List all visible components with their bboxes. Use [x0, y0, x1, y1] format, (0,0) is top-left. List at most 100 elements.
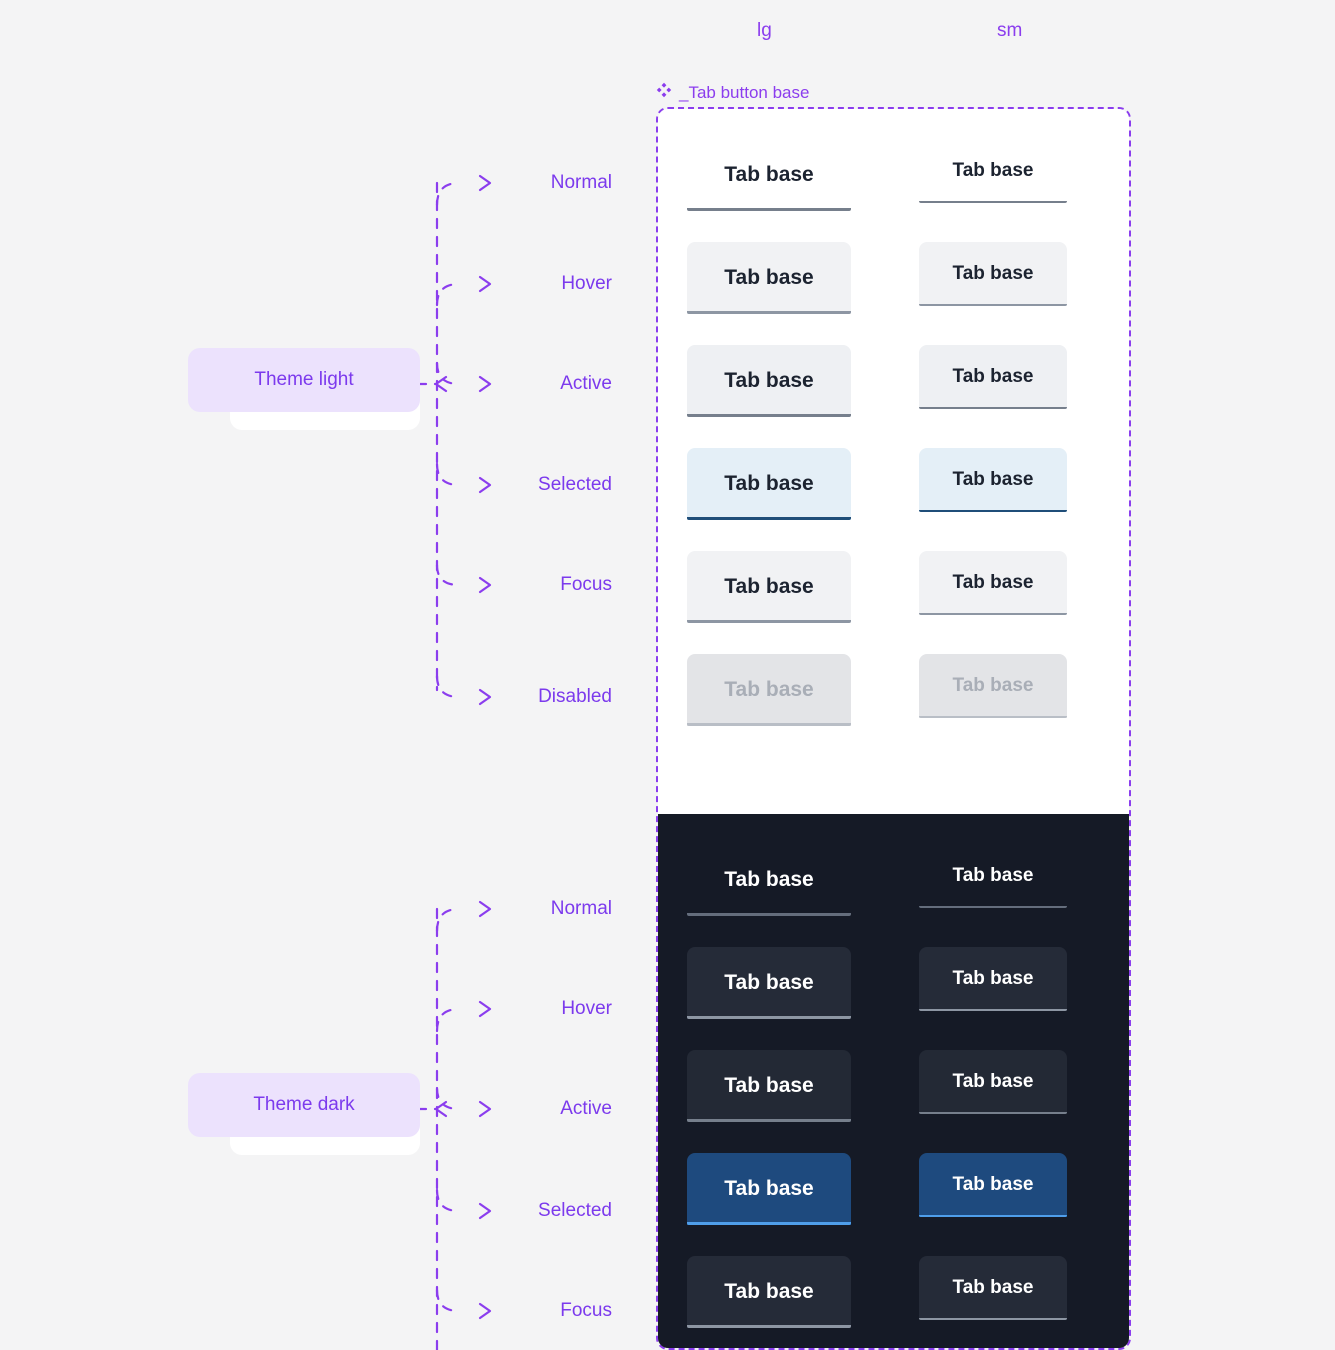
- tab-button-dark-selected-lg[interactable]: Tab base: [687, 1153, 851, 1225]
- tab-cell-light-hover-sm: Tab base: [919, 242, 1067, 306]
- theme-light-panel: Tab base Tab base Tab base: [658, 109, 1129, 814]
- tab-cell-dark-hover-sm: Tab base: [919, 947, 1067, 1011]
- tab-label: Tab base: [952, 572, 1034, 593]
- tab-button-light-disabled-sm: Tab base: [919, 654, 1067, 718]
- tab-label: Tab base: [724, 1177, 814, 1200]
- tab-cell-dark-active-sm: Tab base: [919, 1050, 1067, 1114]
- state-label-dark-normal: Normal: [550, 898, 612, 919]
- tab-button-light-selected-sm[interactable]: Tab base: [919, 448, 1067, 512]
- state-label-light-normal: Normal: [550, 172, 612, 193]
- tab-label: Tab base: [952, 1071, 1034, 1092]
- size-column-header-lg: lg: [757, 20, 772, 41]
- tab-button-light-focus-lg[interactable]: Tab base: [687, 551, 851, 623]
- tab-row-dark-normal: Tab base Tab base: [658, 844, 1129, 946]
- tab-cell-dark-normal-lg: Tab base: [687, 844, 851, 916]
- tab-cell-light-disabled-lg: Tab base: [687, 654, 851, 726]
- state-label-light-hover: Hover: [561, 273, 612, 294]
- theme-chip-dark-group: Theme dark: [188, 1073, 420, 1155]
- tab-button-dark-hover-lg[interactable]: Tab base: [687, 947, 851, 1019]
- tab-button-light-normal-lg[interactable]: Tab base: [687, 139, 851, 211]
- tab-label: Tab base: [952, 968, 1034, 989]
- tab-cell-light-active-lg: Tab base: [687, 345, 851, 417]
- tab-label: Tab base: [952, 675, 1034, 696]
- tab-label: Tab base: [724, 678, 814, 701]
- tab-cell-dark-normal-sm: Tab base: [919, 844, 1067, 908]
- tab-row-light-selected: Tab base Tab base: [658, 448, 1129, 550]
- component-frame-label[interactable]: _Tab button base: [656, 82, 809, 103]
- tab-button-dark-focus-lg[interactable]: Tab base: [687, 1256, 851, 1328]
- tab-label: Tab base: [952, 263, 1034, 284]
- theme-chip-label: Theme light: [254, 369, 354, 390]
- tab-underline: [687, 1325, 851, 1328]
- tab-underline: [919, 613, 1067, 615]
- tab-cell-dark-selected-lg: Tab base: [687, 1153, 851, 1225]
- tab-button-dark-active-lg[interactable]: Tab base: [687, 1050, 851, 1122]
- tab-button-dark-hover-sm[interactable]: Tab base: [919, 947, 1067, 1011]
- tab-button-light-normal-sm[interactable]: Tab base: [919, 139, 1067, 203]
- tab-underline: [687, 723, 851, 726]
- tab-label: Tab base: [724, 868, 814, 891]
- tab-label: Tab base: [724, 266, 814, 289]
- tab-cell-light-focus-lg: Tab base: [687, 551, 851, 623]
- theme-chip-dark[interactable]: Theme dark: [188, 1073, 420, 1137]
- tab-underline: [687, 1222, 851, 1225]
- tab-row-dark-hover: Tab base Tab base: [658, 947, 1129, 1049]
- tab-cell-dark-selected-sm: Tab base: [919, 1153, 1067, 1217]
- tab-underline: [687, 1119, 851, 1122]
- tab-cell-light-normal-lg: Tab base: [687, 139, 851, 211]
- tab-underline: [687, 208, 851, 211]
- size-column-header-sm: sm: [997, 20, 1023, 41]
- tab-underline: [687, 1016, 851, 1019]
- tab-row-light-normal: Tab base Tab base: [658, 139, 1129, 241]
- theme-chip-label: Theme dark: [253, 1094, 355, 1115]
- state-label-light-disabled: Disabled: [538, 686, 612, 707]
- tab-label: Tab base: [724, 575, 814, 598]
- tab-button-dark-focus-sm[interactable]: Tab base: [919, 1256, 1067, 1320]
- tab-label: Tab base: [724, 163, 814, 186]
- tab-row-light-hover: Tab base Tab base: [658, 242, 1129, 344]
- tab-button-light-hover-lg[interactable]: Tab base: [687, 242, 851, 314]
- tab-underline: [687, 620, 851, 623]
- tab-button-light-hover-sm[interactable]: Tab base: [919, 242, 1067, 306]
- theme-chip-light[interactable]: Theme light: [188, 348, 420, 412]
- tab-label: Tab base: [724, 1074, 814, 1097]
- tab-button-light-disabled-lg: Tab base: [687, 654, 851, 726]
- tab-button-light-active-lg[interactable]: Tab base: [687, 345, 851, 417]
- tab-label: Tab base: [724, 1280, 814, 1303]
- tab-button-dark-active-sm[interactable]: Tab base: [919, 1050, 1067, 1114]
- tab-cell-light-normal-sm: Tab base: [919, 139, 1067, 203]
- tab-button-light-selected-lg[interactable]: Tab base: [687, 448, 851, 520]
- tab-button-light-focus-sm[interactable]: Tab base: [919, 551, 1067, 615]
- tab-underline: [919, 1112, 1067, 1114]
- tab-label: Tab base: [952, 1277, 1034, 1298]
- tab-cell-dark-focus-sm: Tab base: [919, 1256, 1067, 1320]
- tab-row-dark-focus: Tab base Tab base: [658, 1256, 1129, 1348]
- state-label-dark-hover: Hover: [561, 998, 612, 1019]
- tab-label: Tab base: [952, 469, 1034, 490]
- arrowhead-light-trunk-left: [434, 375, 448, 393]
- tab-button-light-active-sm[interactable]: Tab base: [919, 345, 1067, 409]
- tab-cell-light-selected-lg: Tab base: [687, 448, 851, 520]
- theme-dark-panel: Tab base Tab base Tab base: [658, 814, 1129, 1348]
- tab-cell-dark-hover-lg: Tab base: [687, 947, 851, 1019]
- tab-label: Tab base: [952, 366, 1034, 387]
- tab-underline: [919, 1318, 1067, 1320]
- figma-component-icon: [656, 82, 672, 103]
- tab-underline: [687, 517, 851, 520]
- arrowhead-dark-trunk-left: [434, 1100, 448, 1118]
- state-label-light-focus: Focus: [560, 574, 612, 595]
- tab-cell-light-hover-lg: Tab base: [687, 242, 851, 314]
- tab-button-dark-normal-sm[interactable]: Tab base: [919, 844, 1067, 908]
- tab-underline: [919, 1009, 1067, 1011]
- tab-cell-dark-focus-lg: Tab base: [687, 1256, 851, 1328]
- tab-label: Tab base: [724, 369, 814, 392]
- tab-row-light-focus: Tab base Tab base: [658, 551, 1129, 653]
- tab-underline: [687, 311, 851, 314]
- tab-button-dark-selected-sm[interactable]: Tab base: [919, 1153, 1067, 1217]
- tab-button-dark-normal-lg[interactable]: Tab base: [687, 844, 851, 916]
- tab-cell-light-selected-sm: Tab base: [919, 448, 1067, 512]
- tab-label: Tab base: [952, 160, 1034, 181]
- tab-label: Tab base: [952, 1174, 1034, 1195]
- tab-row-dark-selected: Tab base Tab base: [658, 1153, 1129, 1255]
